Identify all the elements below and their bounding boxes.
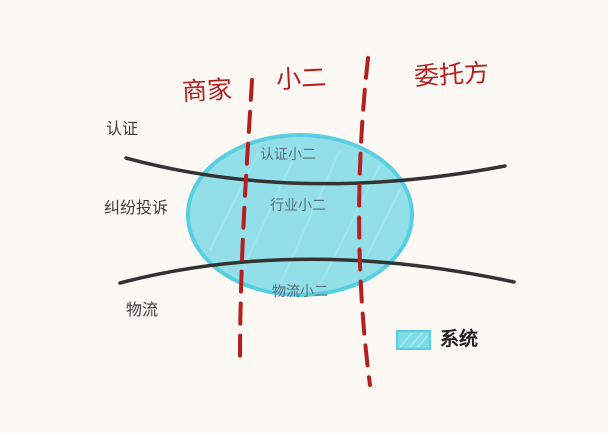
legend-swatch-hatching (399, 332, 429, 348)
row-header-auth: 认证 (106, 119, 139, 138)
column-header-client: 委托方 (413, 58, 490, 91)
zone-label-industry-staff: 行业小二 (270, 198, 326, 214)
zone-label-auth-staff: 认证小二 (260, 147, 316, 163)
column-header-merchant: 商家 (181, 74, 233, 107)
column-divider-1 (238, 78, 254, 362)
row-line-top (124, 156, 507, 186)
column-header-staff: 小二 (275, 62, 327, 95)
row-header-logistics: 物流 (126, 300, 159, 319)
legend-label: 系统 (440, 328, 479, 350)
zone-label-logistics-staff: 物流小二 (272, 284, 328, 300)
system-hatching (209, 144, 401, 286)
row-header-dispute: 纠纷投诉 (104, 198, 169, 217)
legend-swatch (396, 330, 431, 350)
row-line-bottom (118, 257, 516, 285)
column-divider-2 (357, 56, 372, 387)
